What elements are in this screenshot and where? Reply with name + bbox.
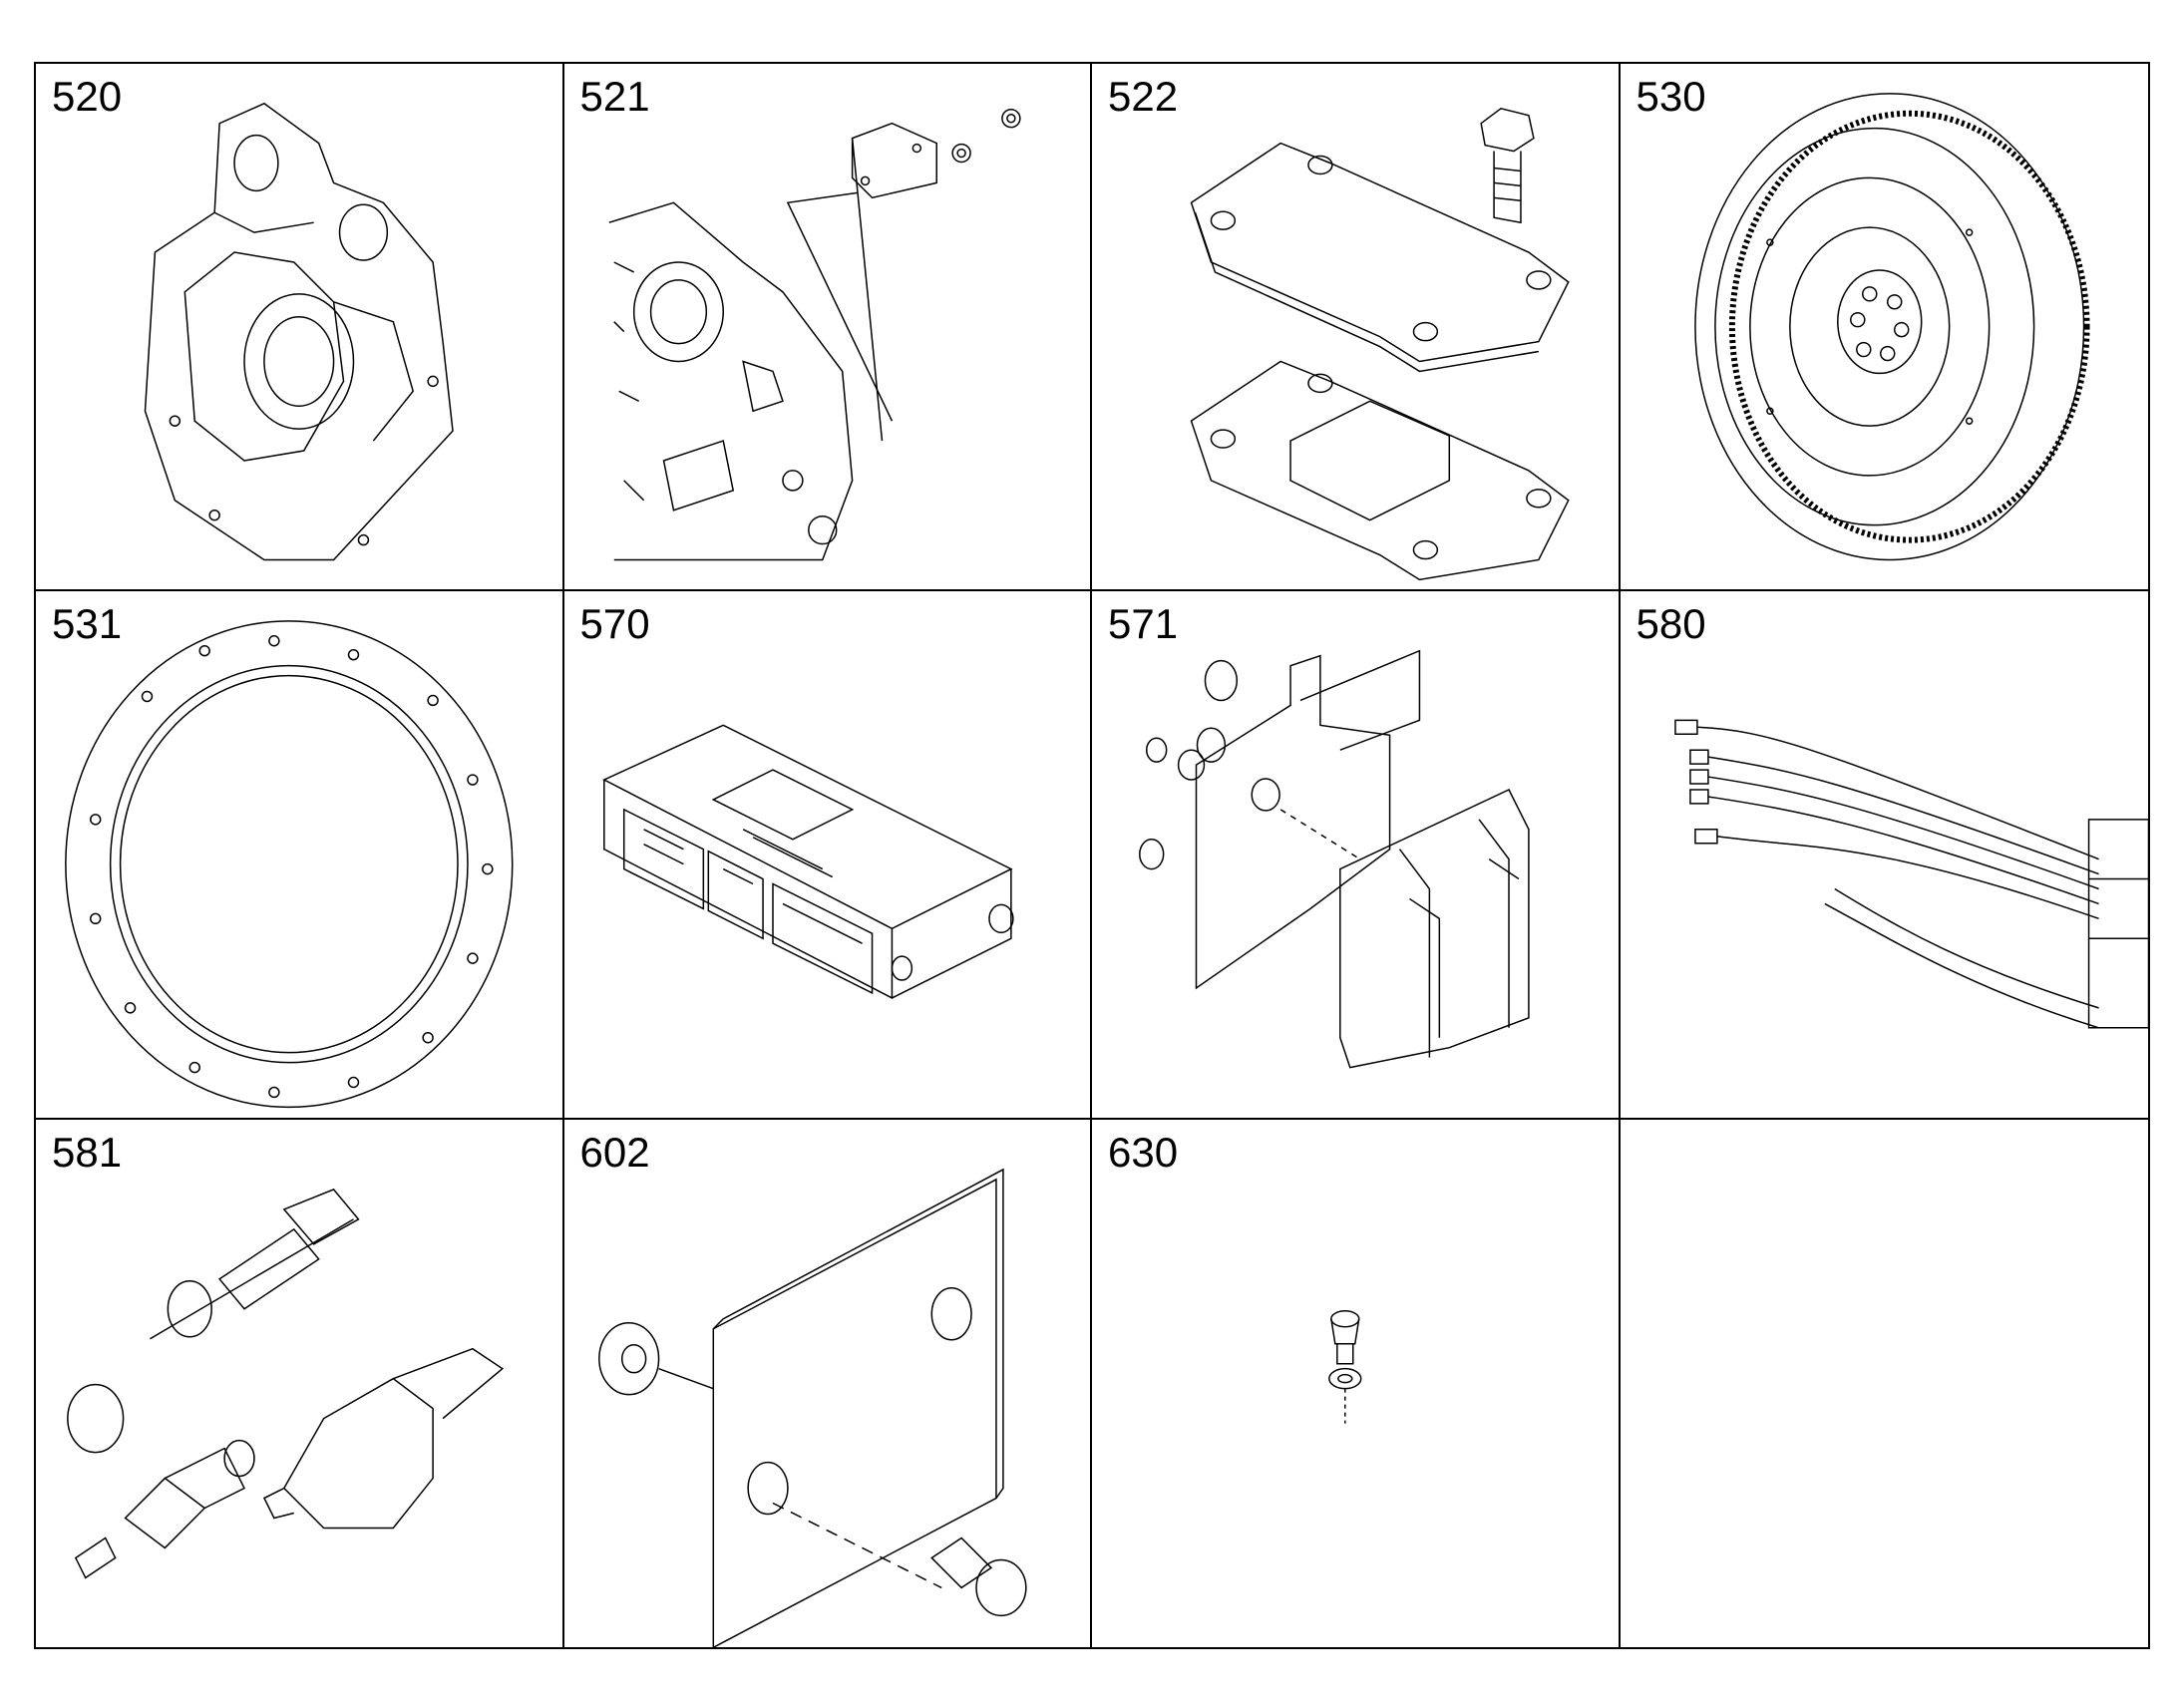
control-unit-icon (564, 591, 1091, 1117)
parts-grid: 520 521 (34, 62, 2150, 1649)
part-number: 530 (1635, 73, 1706, 120)
part-cell-581[interactable]: 581 (36, 1119, 564, 1647)
part-number: 602 (579, 1128, 650, 1176)
part-cell-602[interactable]: 602 (563, 1119, 1092, 1647)
part-cell-521[interactable]: 521 (563, 64, 1092, 592)
cover-plate-icon (564, 64, 1091, 589)
part-cell-630[interactable]: 630 (1092, 1119, 1621, 1647)
flywheel-housing-icon (36, 64, 562, 589)
part-cell-531[interactable]: 531 (36, 591, 564, 1120)
part-number: 522 (1108, 73, 1179, 120)
part-number: 571 (1108, 600, 1179, 648)
sensor-icon (36, 1120, 562, 1647)
plate-with-screw-icon (564, 1120, 1091, 1647)
part-number: 521 (579, 73, 650, 120)
part-cell-570[interactable]: 570 (563, 591, 1092, 1120)
part-cell-520[interactable]: 520 (36, 64, 564, 592)
control-unit-bracket-icon (1092, 591, 1619, 1117)
gasket-ring-icon (36, 591, 562, 1117)
part-cell-571[interactable]: 571 (1092, 591, 1621, 1120)
flywheel-icon (1621, 64, 2149, 589)
empty-cell (1620, 1119, 2148, 1647)
part-cell-530[interactable]: 530 (1620, 64, 2149, 592)
part-number: 580 (1635, 600, 1706, 648)
part-cell-580[interactable]: 580 (1620, 591, 2149, 1120)
wiring-harness-icon (1621, 591, 2149, 1117)
part-number: 630 (1108, 1128, 1179, 1176)
part-number: 570 (579, 600, 650, 648)
part-number: 531 (52, 600, 123, 648)
part-cell-522[interactable]: 522 (1092, 64, 1621, 592)
part-number: 581 (52, 1128, 123, 1176)
part-number: 520 (52, 73, 123, 120)
mounting-plate-gasket-icon (1092, 64, 1619, 589)
plug-screw-icon (1092, 1120, 1619, 1647)
